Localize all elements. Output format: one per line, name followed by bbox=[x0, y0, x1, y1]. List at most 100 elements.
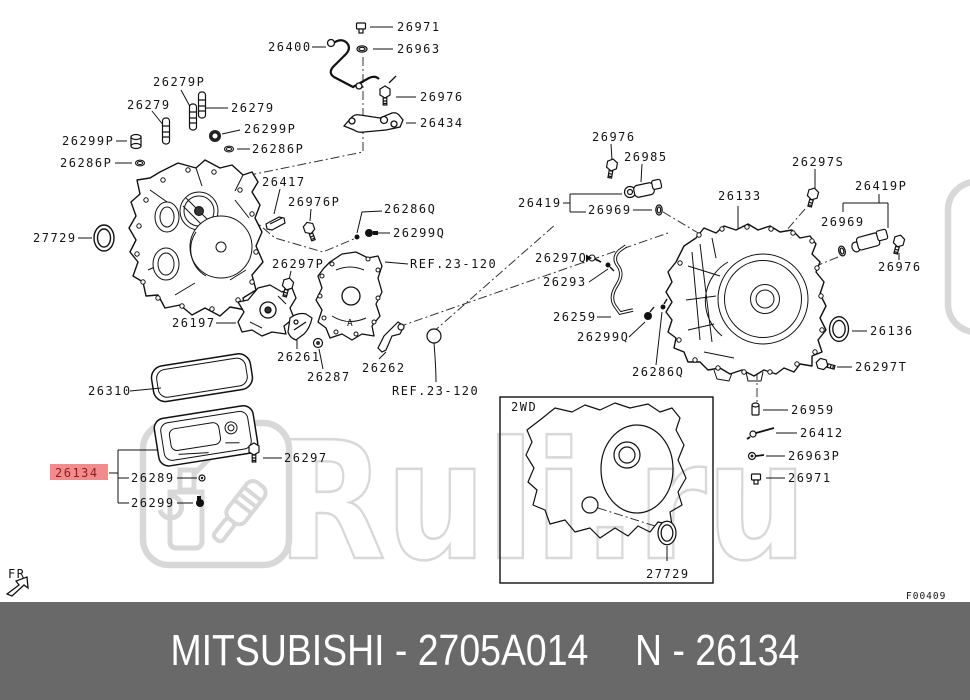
pan-gasket-drawing bbox=[150, 353, 254, 403]
footer-ref-number: N - 26134 bbox=[635, 626, 800, 675]
figure-code: F00409 bbox=[906, 591, 946, 602]
nut-26287 bbox=[312, 337, 324, 349]
part-labels: 26971 26400 26963 26976 26434 26279P 262… bbox=[8, 20, 946, 602]
stud-26279-left bbox=[161, 117, 171, 145]
oil-pipe-26400 bbox=[326, 38, 397, 90]
part-label-26400: 26400 bbox=[268, 40, 312, 54]
washer-26289 bbox=[198, 474, 206, 482]
part-label-26971-top: 26971 bbox=[397, 20, 441, 34]
bolt-26976-top bbox=[379, 85, 391, 106]
part-label-26976-mid: 26976 bbox=[592, 130, 636, 144]
part-label-26287: 26287 bbox=[307, 370, 351, 384]
highlight-box bbox=[50, 464, 108, 480]
part-label-26286q-center: 26286Q bbox=[384, 202, 436, 216]
fr-arrow-icon bbox=[5, 576, 29, 597]
part-label-26299p-left: 26299P bbox=[62, 134, 114, 148]
part-label-26976-top: 26976 bbox=[420, 90, 464, 104]
part-label-26259: 26259 bbox=[553, 310, 597, 324]
seal-26136 bbox=[828, 315, 850, 343]
part-label-26299: 26299 bbox=[131, 496, 175, 510]
part-label-26279-right: 26279 bbox=[231, 101, 275, 115]
part-label-26971-bottom: 26971 bbox=[788, 471, 832, 485]
bolt-26297t bbox=[814, 357, 837, 373]
part-label-26293: 26293 bbox=[543, 275, 587, 289]
watermark: Ruli.ru bbox=[139, 179, 970, 598]
bolt-26297s bbox=[804, 186, 820, 209]
highlighted-part-26134[interactable]: 26134 bbox=[50, 464, 108, 480]
stud-26279-right bbox=[197, 91, 207, 119]
fr-label: FR bbox=[8, 567, 25, 581]
part-label-26134: 26134 bbox=[55, 466, 99, 480]
screw-26297q bbox=[588, 254, 602, 263]
plug-26299q-center bbox=[365, 229, 378, 237]
part-label-26297p: 26297P bbox=[272, 257, 324, 271]
oring-26963 bbox=[356, 45, 368, 53]
footer-bar: MITSUBISHI - 2705A014 N - 26134 bbox=[0, 602, 970, 700]
part-label-26959: 26959 bbox=[791, 403, 835, 417]
part-label-27729-left: 27729 bbox=[33, 231, 77, 245]
plug-26299q-right bbox=[644, 306, 655, 320]
pin-26293 bbox=[605, 262, 615, 272]
footer-brand-part: MITSUBISHI - 2705A014 bbox=[170, 626, 589, 675]
part-label-26969-mid: 26969 bbox=[588, 203, 632, 217]
small-parts-right bbox=[746, 186, 906, 485]
part-label-26963p: 26963P bbox=[788, 449, 840, 463]
control-lever-26434 bbox=[342, 112, 404, 133]
adapter-plate-drawing bbox=[315, 251, 383, 341]
part-label-26289: 26289 bbox=[131, 471, 175, 485]
seal-27729-inset bbox=[657, 520, 677, 546]
oring-26286p-right bbox=[223, 145, 235, 153]
grommet-26299p-right bbox=[209, 130, 221, 142]
part-label-26297q: 26297Q bbox=[535, 251, 587, 265]
arrowhead-26297q bbox=[586, 254, 592, 262]
part-label-26197: 26197 bbox=[172, 316, 216, 330]
part-label-ref-upper: REF.23-120 bbox=[410, 257, 497, 271]
part-label-26279-left: 26279 bbox=[127, 98, 171, 112]
part-label-26299q-right: 26299Q bbox=[577, 330, 629, 344]
part-label-26412: 26412 bbox=[800, 426, 844, 440]
bolt-26976p bbox=[301, 220, 319, 243]
part-label-26963: 26963 bbox=[397, 42, 441, 56]
part-label-26417: 26417 bbox=[262, 175, 306, 189]
stud-26279p bbox=[188, 103, 198, 131]
leader-lines bbox=[78, 26, 900, 561]
part-label-26299q-center: 26299Q bbox=[393, 226, 445, 240]
oring-26969-mid bbox=[655, 204, 663, 216]
bolt-26976-mid bbox=[604, 157, 619, 180]
part-label-26434: 26434 bbox=[420, 116, 464, 130]
plug-26299 bbox=[196, 496, 204, 507]
part-label-26286p-right: 26286P bbox=[252, 142, 304, 156]
inset-2wd bbox=[499, 396, 714, 584]
hook-26412 bbox=[746, 427, 775, 440]
part-label-26262: 26262 bbox=[362, 361, 406, 375]
bolt-26297 bbox=[248, 442, 260, 463]
sensor-26419p bbox=[851, 228, 889, 253]
sensor-26419 bbox=[623, 178, 663, 199]
bracket-26417 bbox=[265, 216, 286, 231]
pin-26286q-center bbox=[354, 234, 360, 240]
pin-26286q-right bbox=[660, 298, 668, 310]
ref-ball bbox=[426, 328, 442, 344]
oil-pump-drawing bbox=[237, 284, 297, 337]
part-label-ref-lower: REF.23-120 bbox=[392, 384, 479, 398]
breather-pipe-26259 bbox=[610, 244, 634, 315]
part-label-26976p: 26976P bbox=[288, 195, 340, 209]
part-label-26133: 26133 bbox=[718, 189, 762, 203]
part-label-26299p-right: 26299P bbox=[244, 122, 296, 136]
watermark-logo-partial bbox=[944, 179, 970, 335]
part-label-26419p: 26419P bbox=[855, 179, 907, 193]
part-label-26261: 26261 bbox=[277, 350, 321, 364]
part-label-26279p: 26279P bbox=[153, 75, 205, 89]
shock-absorber-icon bbox=[211, 479, 268, 544]
part-label-26419: 26419 bbox=[518, 196, 562, 210]
watermark-text: Ruli.ru bbox=[277, 408, 807, 597]
inset-title-2wd: 2WD bbox=[511, 400, 537, 414]
part-label-26976-right: 26976 bbox=[878, 260, 922, 274]
part-label-26310: 26310 bbox=[88, 384, 132, 398]
grommet-26299p-left bbox=[130, 133, 142, 150]
part-label-26297t: 26297T bbox=[855, 360, 907, 374]
part-label-26136: 26136 bbox=[870, 324, 914, 338]
parts-diagram: Ruli.ru bbox=[5, 20, 970, 602]
pin-26959 bbox=[751, 402, 760, 416]
